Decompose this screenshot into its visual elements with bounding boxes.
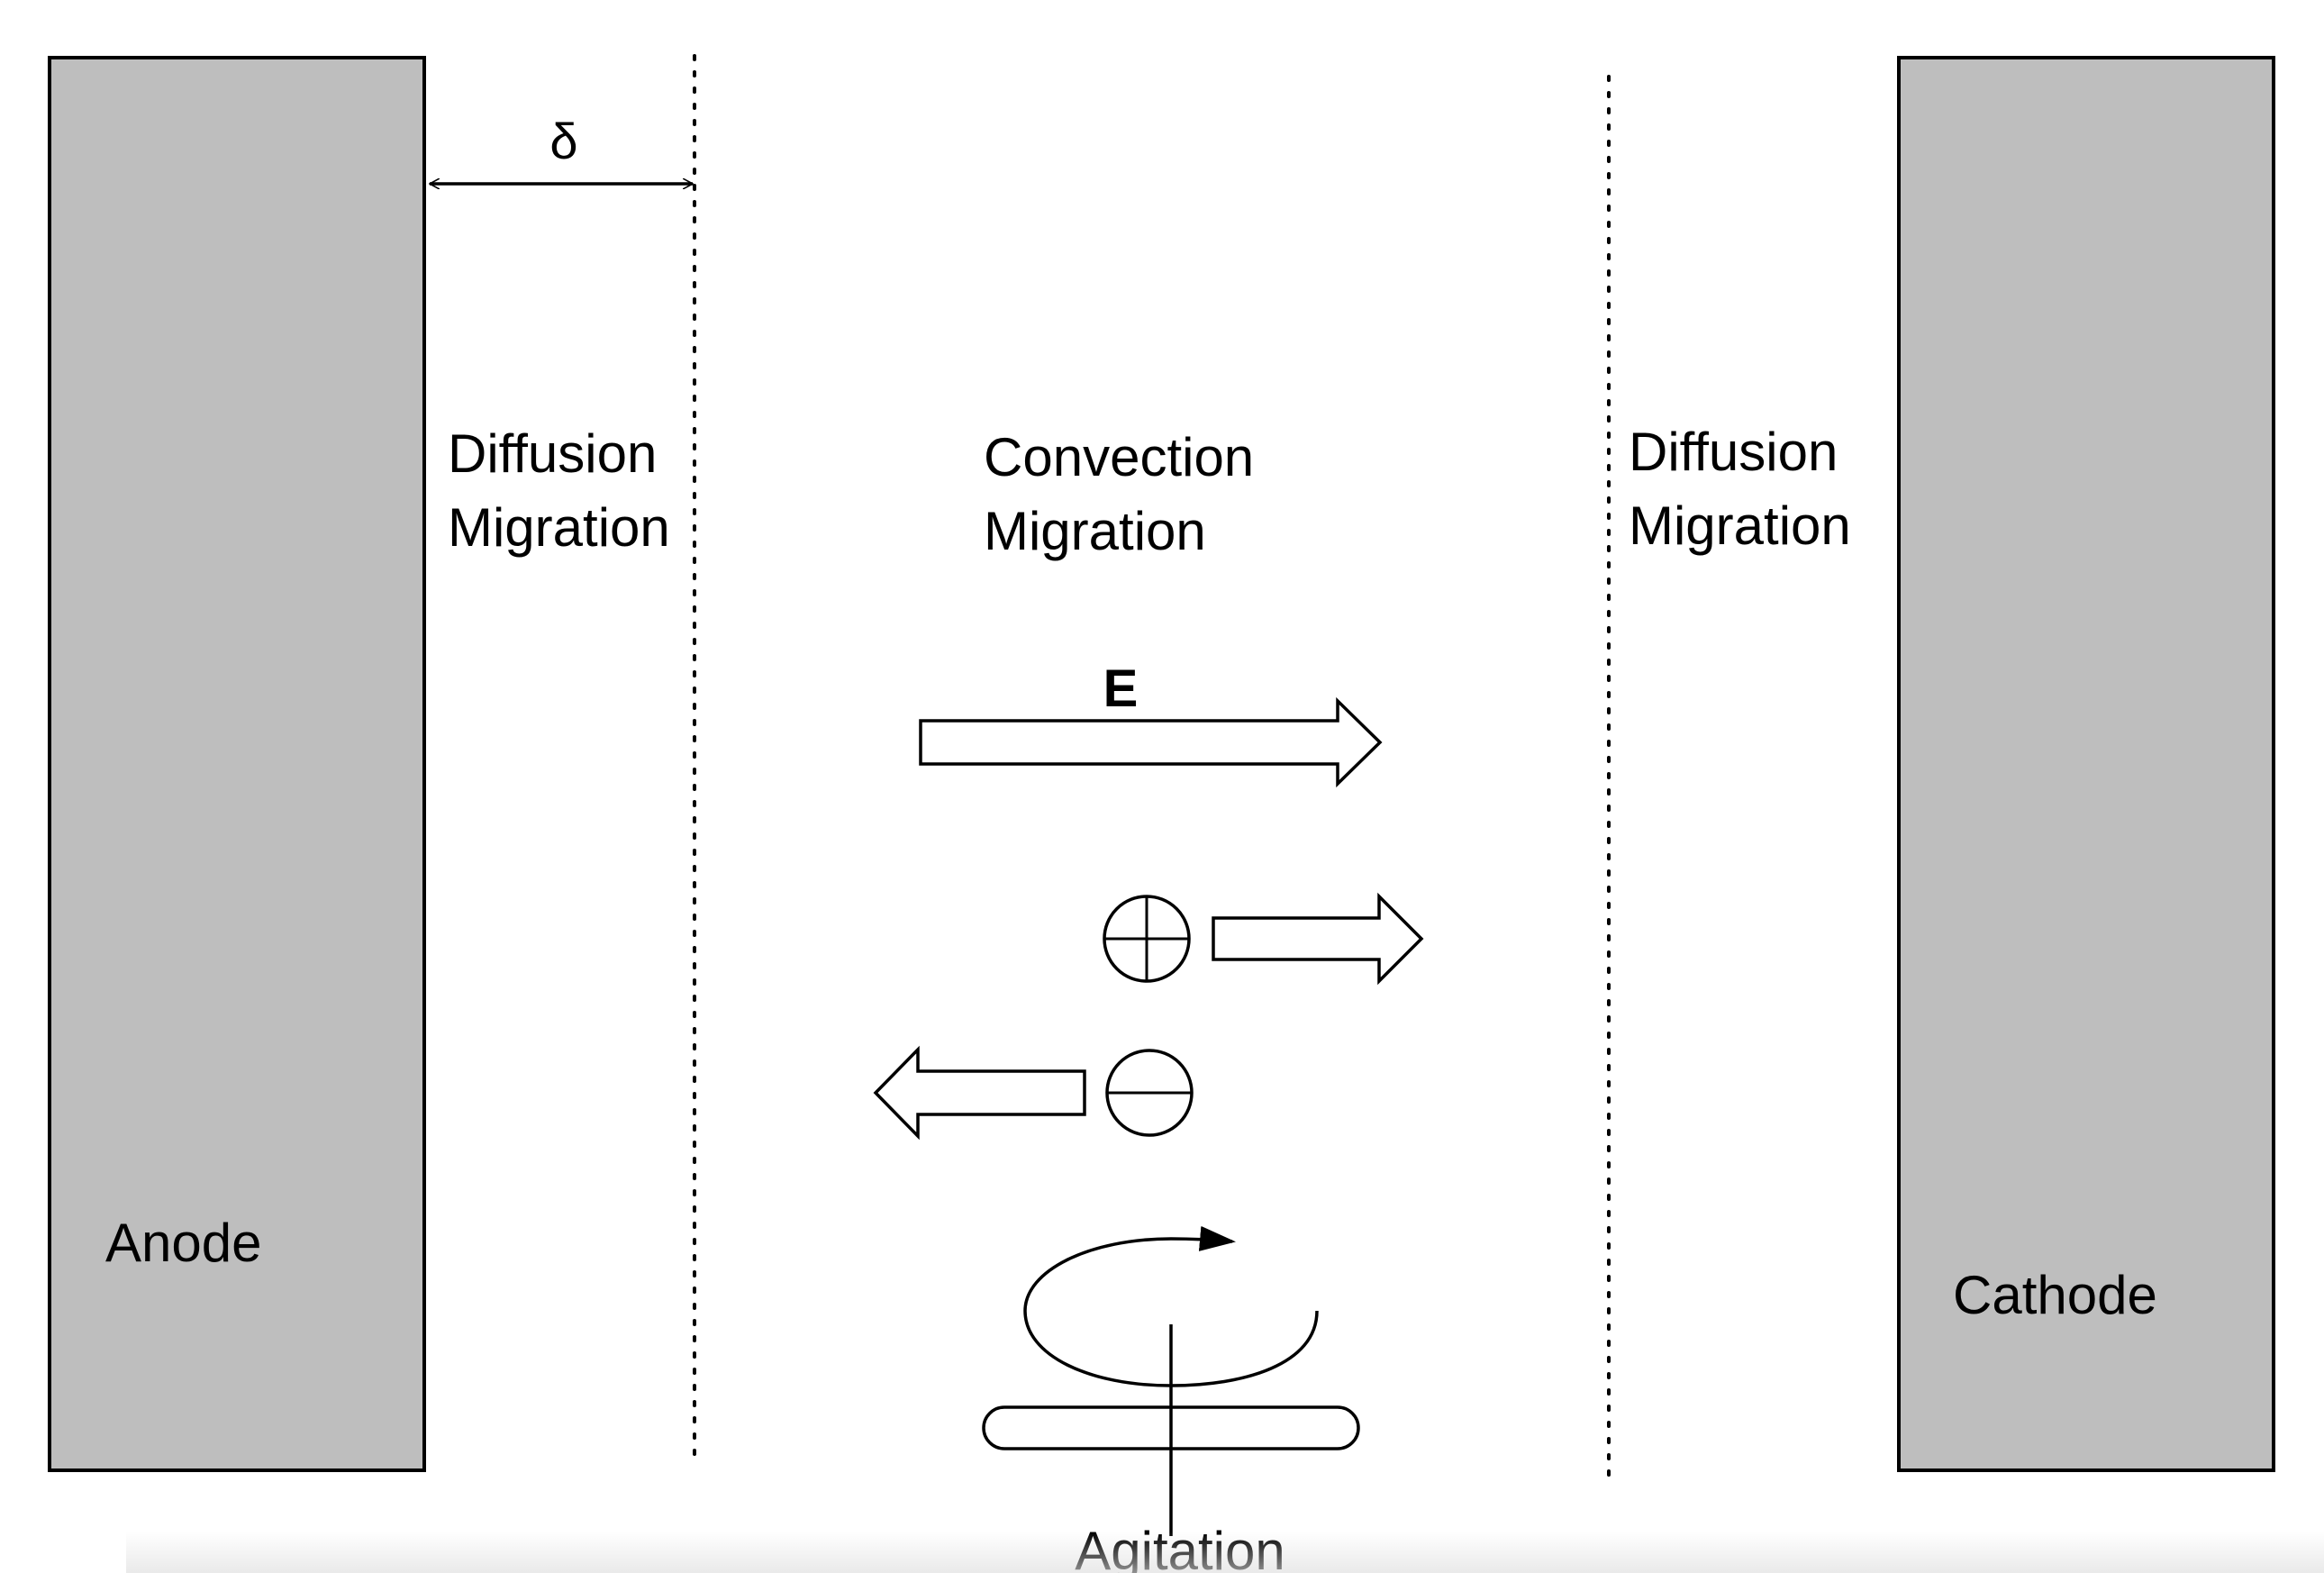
middle-zone-label: Convection Migration [984,427,1254,561]
left-zone-label: Diffusion Migration [448,423,670,558]
delta-label: δ [549,113,577,169]
bottom-shadow [126,1532,2324,1573]
anion-symbol [1105,1049,1194,1137]
cathode-label: Cathode [1953,1265,2157,1325]
left-zone-line2: Migration [448,497,670,558]
cathode-electrode [1897,56,2275,1472]
middle-zone-line1: Convection [984,427,1254,487]
anode-electrode [48,56,426,1472]
anode-label: Anode [105,1213,262,1273]
right-zone-line1: Diffusion [1629,422,1838,482]
left-zone-line1: Diffusion [448,423,657,484]
field-label: E [1103,659,1139,718]
electric-field-arrow [919,696,1383,788]
right-zone-label: Diffusion Migration [1629,422,1851,556]
right-zone-line2: Migration [1629,496,1851,556]
middle-zone-line2: Migration [984,501,1206,561]
stirrer [982,1225,1360,1536]
cation-symbol [1103,895,1191,983]
cation-motion-arrow [1212,892,1424,986]
anion-motion-arrow [873,1045,1086,1141]
rotation-arrow-icon [1023,1225,1319,1387]
